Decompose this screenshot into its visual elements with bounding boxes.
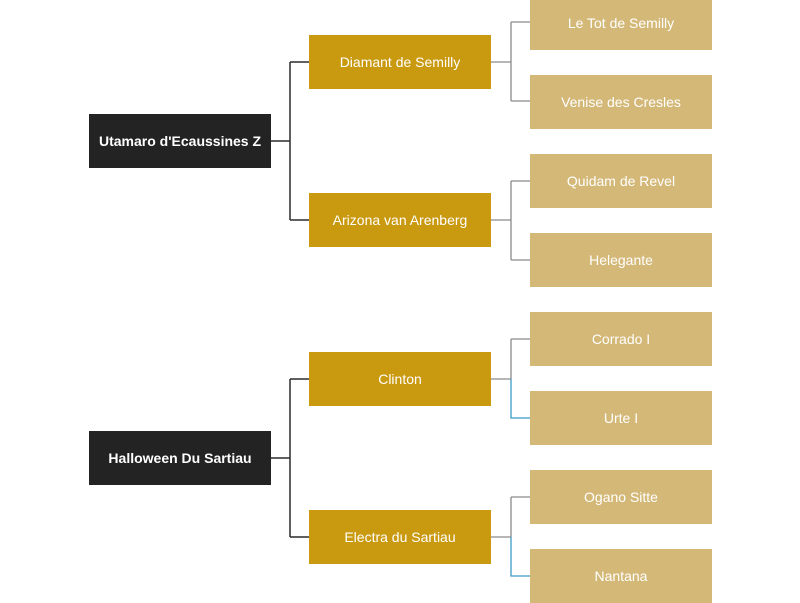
connector-arizona: [491, 180, 530, 261]
connector-electra-lower: [510, 537, 530, 577]
sire-dam-sire-node: Quidam de Revel: [530, 154, 712, 208]
connector-electra-upper: [491, 496, 530, 538]
sire-sire-sire-node: Le Tot de Semilly: [530, 0, 712, 50]
dam-sire-node: Clinton: [309, 352, 491, 406]
sire-dam-node: Arizona van Arenberg: [309, 193, 491, 247]
connector-clinton-upper: [491, 338, 530, 380]
connector-clinton-lower: [510, 379, 530, 419]
connector-diamant: [491, 21, 530, 102]
dam-dam-node: Electra du Sartiau: [309, 510, 491, 564]
dam-sire-dam-node: Urte I: [530, 391, 712, 445]
sire-sire-node: Diamant de Semilly: [309, 35, 491, 89]
dam-node: Halloween Du Sartiau: [89, 431, 271, 485]
dam-dam-dam-node: Nantana: [530, 549, 712, 603]
sire-dam-dam-node: Helegante: [530, 233, 712, 287]
sire-sire-dam-node: Venise des Cresles: [530, 75, 712, 129]
dam-sire-sire-node: Corrado I: [530, 312, 712, 366]
dam-dam-sire-node: Ogano Sitte: [530, 470, 712, 524]
connector-utamaro: [271, 61, 309, 221]
connector-halloween: [271, 378, 309, 538]
sire-node: Utamaro d'Ecaussines Z: [89, 114, 271, 168]
